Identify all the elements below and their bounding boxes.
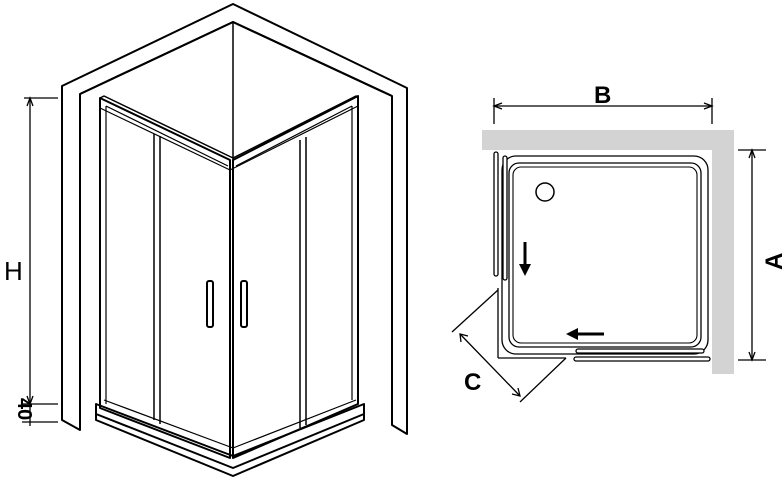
width-b-label: B xyxy=(594,82,611,109)
depth-dimension xyxy=(738,148,766,362)
perspective-view xyxy=(61,3,408,477)
left-frame-inner xyxy=(105,105,229,404)
tray-inner-edge xyxy=(103,399,357,449)
tray-bottom xyxy=(95,414,365,477)
bottom-sliding-panels xyxy=(573,348,711,362)
depth-a-label: A xyxy=(761,253,784,270)
right-door-edge xyxy=(299,137,307,428)
right-frame-inner xyxy=(235,105,353,400)
left-sliding-panels xyxy=(493,151,508,281)
arrow-left-icon xyxy=(566,328,604,340)
arrow-down-icon xyxy=(519,242,531,276)
left-door-handle xyxy=(206,280,214,328)
right-door-handle xyxy=(240,280,248,328)
back-wall-outline xyxy=(61,3,408,435)
plan-view: B A C xyxy=(451,82,784,403)
entry-dimension xyxy=(451,289,567,403)
height-arrow-up xyxy=(26,96,34,107)
height-dimension xyxy=(22,96,58,426)
height-label: H xyxy=(4,256,23,286)
width-dimension xyxy=(492,98,714,124)
left-frame xyxy=(99,97,231,459)
left-door-edge xyxy=(153,134,161,424)
tray-inner2 xyxy=(512,166,698,344)
top-rail-lower xyxy=(99,105,359,171)
entry-c-label: C xyxy=(464,369,481,396)
right-frame xyxy=(232,95,359,459)
drain-icon xyxy=(535,182,555,202)
base-height-label: 40 xyxy=(13,398,35,420)
tray-outer xyxy=(501,155,709,355)
top-rail xyxy=(99,95,359,159)
tray-inner xyxy=(508,162,702,348)
